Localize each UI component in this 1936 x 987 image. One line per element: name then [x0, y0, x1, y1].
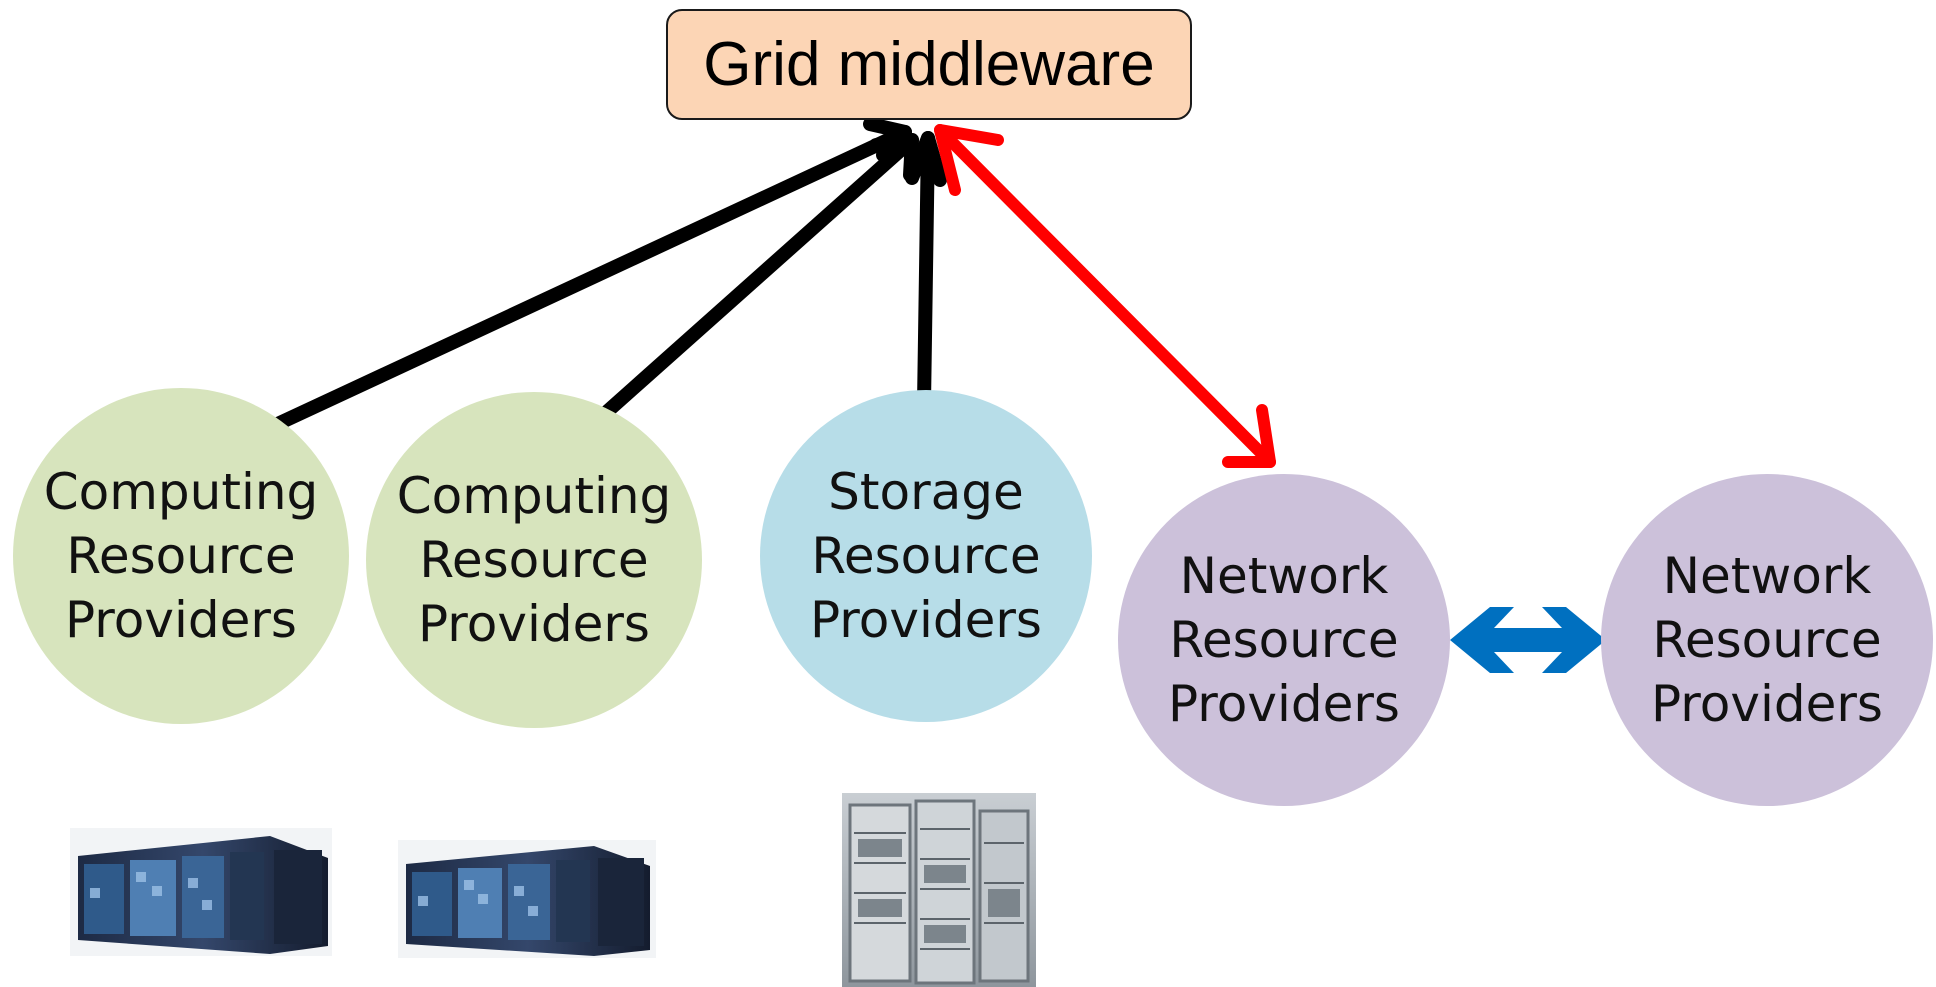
node-label-line: Providers	[65, 591, 297, 649]
node-label-line: Resource	[811, 527, 1041, 585]
arrow-middleware-network-1	[934, 124, 1276, 468]
node-label-line: Providers	[1168, 675, 1400, 733]
node-label-line: Providers	[418, 595, 650, 653]
node-label-line: Network	[1179, 547, 1389, 605]
node-label-line: Resource	[1652, 611, 1882, 669]
node-label-line: Providers	[810, 591, 1042, 649]
node-label-line: Storage	[828, 463, 1024, 521]
grid-middleware-label: Grid middleware	[703, 30, 1155, 99]
node-label-line: Providers	[1651, 675, 1883, 733]
node-label-line: Network	[1662, 547, 1872, 605]
storage-rack-picture	[842, 793, 1036, 987]
network-provider-node-1: Network Resource Providers	[1118, 474, 1450, 806]
node-label-line: Computing	[396, 467, 672, 525]
node-label-line: Resource	[1169, 611, 1399, 669]
supercomputer-picture	[398, 840, 656, 958]
supercomputer-picture	[70, 828, 332, 956]
network-provider-node-2: Network Resource Providers	[1601, 474, 1933, 806]
computing-provider-node-2: Computing Resource Providers	[366, 392, 702, 728]
storage-provider-node: Storage Resource Providers	[760, 390, 1092, 722]
computing-provider-node-1: Computing Resource Providers	[13, 388, 349, 724]
node-label-line: Resource	[419, 531, 649, 589]
node-label-line: Resource	[66, 527, 296, 585]
node-label-line: Computing	[43, 463, 319, 521]
grid-middleware-box: Grid middleware	[666, 9, 1192, 120]
arrow-network-peer	[1450, 607, 1606, 673]
